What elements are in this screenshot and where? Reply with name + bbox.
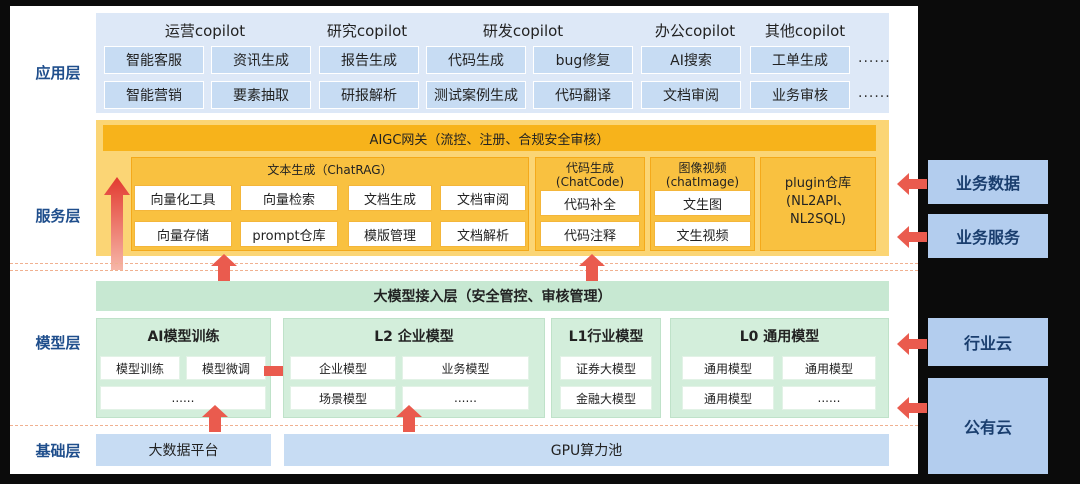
model-cell-general-1: 通用模型	[682, 356, 774, 380]
app-cell-doc-review: 文档审阅	[641, 81, 741, 109]
app-cell-report-gen: 报告生成	[319, 46, 419, 74]
arrow-up-icon	[211, 254, 237, 281]
model-cell-general-2: 通用模型	[782, 356, 876, 380]
base-bigdata-platform: 大数据平台	[96, 434, 271, 466]
app-header-research: 研究copilot	[326, 22, 408, 40]
arrow-left-icon	[897, 173, 927, 195]
text-gen-title: 文本生成（ChatRAG）	[267, 163, 393, 177]
srv-template-mgmt: 模版管理	[348, 221, 432, 247]
app-cell-ticket-gen: 工单生成	[750, 46, 850, 74]
l1-title: L1行业模型	[568, 329, 644, 345]
app-header-dev: 研发copilot	[482, 22, 564, 40]
app-cell-report-parse: 研报解析	[319, 81, 419, 109]
srv-code-comment: 代码注释	[540, 221, 640, 247]
app-cell-bug-fix: bug修复	[533, 46, 633, 74]
app-cell-code-gen: 代码生成	[426, 46, 526, 74]
arrow-up-icon	[396, 405, 422, 432]
model-cell-scenario: 场景模型	[290, 386, 396, 410]
app-cell-smart-service: 智能客服	[104, 46, 204, 74]
divider-line	[10, 263, 918, 264]
srv-doc-parse: 文档解析	[440, 221, 526, 247]
srv-doc-review: 文档审阅	[440, 185, 526, 211]
model-cell-finance: 金融大模型	[560, 386, 652, 410]
app-cell-ai-search: AI搜索	[641, 46, 741, 74]
image-gen-subtitle: (chatImage)	[665, 175, 740, 189]
srv-vector-search: 向量检索	[240, 185, 338, 211]
model-cell-more: ......	[100, 386, 266, 410]
divider-line	[10, 270, 918, 271]
model-cell-finetune: 模型微调	[186, 356, 266, 380]
right-biz-data: 业务数据	[928, 160, 1048, 204]
model-cell-l0-more: ......	[782, 386, 876, 410]
image-gen-title: 图像视频	[678, 161, 727, 175]
srv-vector-store: 向量存储	[134, 221, 232, 247]
code-gen-subtitle: (ChatCode)	[555, 175, 625, 189]
srv-text-to-video: 文生视频	[654, 221, 751, 247]
app-cell-smart-marketing: 智能营销	[104, 81, 204, 109]
app-header-other: 其他copilot	[764, 22, 846, 40]
arrow-up-icon	[202, 405, 228, 432]
aigc-gateway: AIGC网关（流控、注册、合规安全审核）	[103, 125, 876, 151]
app-cell-news-gen: 资讯生成	[211, 46, 311, 74]
model-access-layer: 大模型接入层（安全管控、审核管理）	[96, 281, 889, 311]
arrow-left-icon	[897, 226, 927, 248]
ai-train-title: AI模型训练	[147, 329, 220, 345]
app-cell-element-extract: 要素抽取	[211, 81, 311, 109]
arrow-left-icon	[897, 397, 927, 419]
app-cell-test-case-gen: 测试案例生成	[426, 81, 526, 109]
layer-label-base: 基础层	[35, 442, 81, 460]
app-header-office: 办公copilot	[654, 22, 736, 40]
divider-line	[10, 425, 918, 426]
app-more-2: ......	[858, 85, 891, 101]
arrow-left-icon	[897, 333, 927, 355]
srv-doc-gen: 文档生成	[348, 185, 432, 211]
plugin-line2: (NL2API、	[786, 194, 850, 209]
right-public-cloud: 公有云	[928, 378, 1048, 474]
arrow-up-icon	[579, 254, 605, 281]
plugin-group	[760, 157, 876, 251]
layer-label-app: 应用层	[35, 64, 81, 82]
plugin-title: plugin仓库	[784, 176, 852, 191]
right-biz-service: 业务服务	[928, 214, 1048, 258]
model-cell-securities: 证券大模型	[560, 356, 652, 380]
l2-title: L2 企业模型	[374, 329, 454, 345]
l0-title: L0 通用模型	[739, 329, 820, 345]
right-industry-cloud: 行业云	[928, 318, 1048, 366]
model-cell-general-3: 通用模型	[682, 386, 774, 410]
app-header-ops: 运营copilot	[164, 22, 246, 40]
srv-code-complete: 代码补全	[540, 190, 640, 216]
layer-label-service: 服务层	[35, 207, 81, 225]
model-cell-enterprise: 企业模型	[290, 356, 396, 380]
app-cell-code-translate: 代码翻译	[533, 81, 633, 109]
layer-label-model: 模型层	[35, 334, 81, 352]
srv-text-to-image: 文生图	[654, 190, 751, 216]
arrow-up-icon	[104, 177, 130, 270]
code-gen-title: 代码生成	[565, 161, 614, 175]
base-gpu-pool: GPU算力池	[284, 434, 889, 466]
srv-vectorize-tool: 向量化工具	[134, 185, 232, 211]
model-cell-business: 业务模型	[402, 356, 529, 380]
model-cell-train: 模型训练	[100, 356, 180, 380]
plugin-line3: NL2SQL)	[789, 212, 847, 227]
srv-prompt-repo: prompt仓库	[240, 221, 338, 247]
model-cell-l2-more: ......	[402, 386, 529, 410]
app-cell-biz-review: 业务审核	[750, 81, 850, 109]
app-more-1: ......	[858, 50, 891, 66]
